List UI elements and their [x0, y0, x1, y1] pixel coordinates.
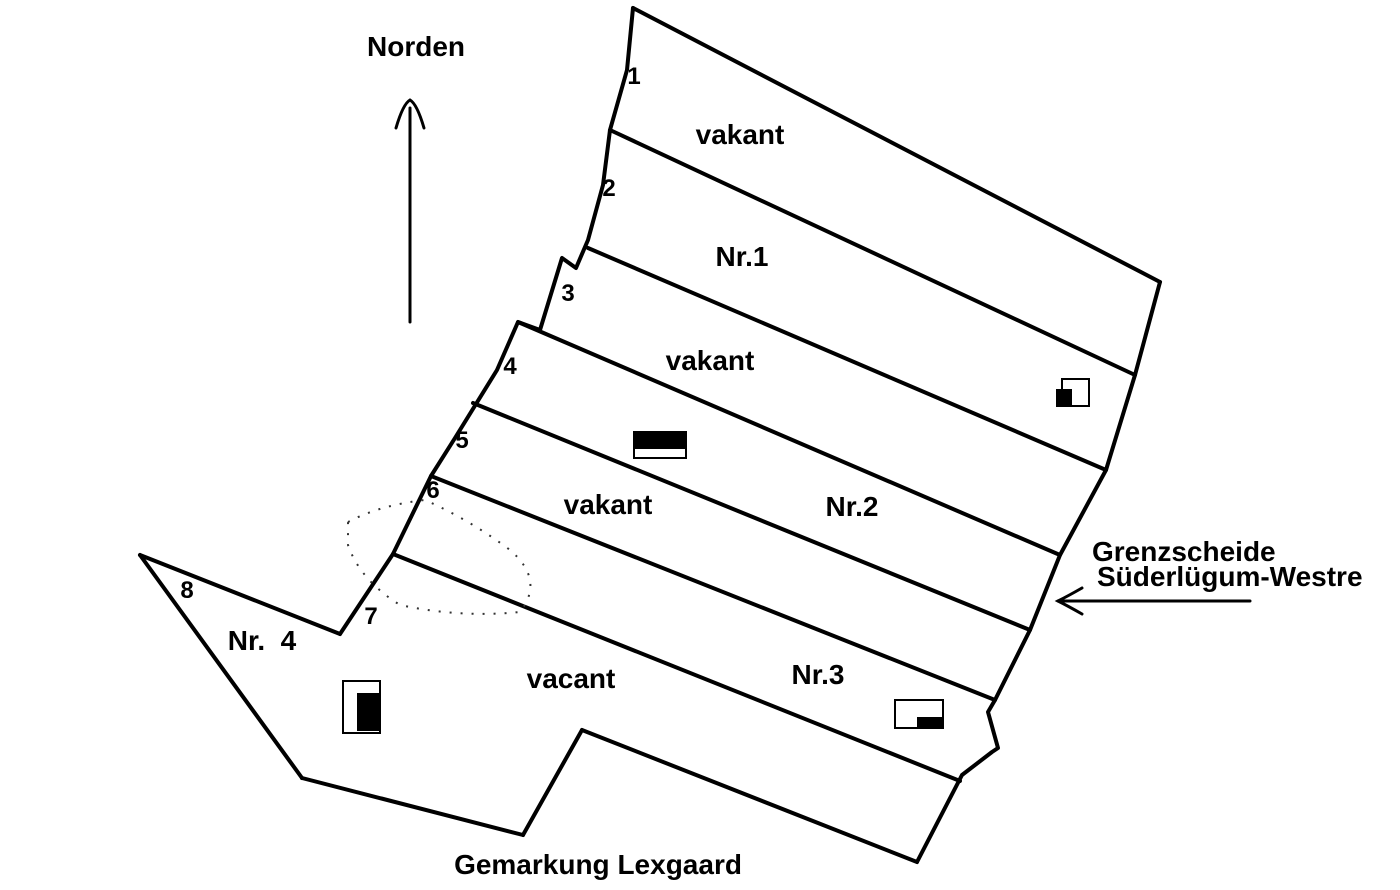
boundary-marker: 6	[426, 477, 439, 504]
building-icon	[1056, 378, 1090, 407]
boundary-marker: 8	[180, 577, 193, 604]
building-icon	[894, 699, 944, 729]
strip-label: vakant	[564, 489, 653, 520]
boundary-label: Grenzscheide	[1092, 536, 1276, 567]
strip-label: vakant	[666, 345, 755, 376]
strip-label: Nr.3	[792, 659, 845, 690]
north-arrow-icon	[394, 98, 426, 324]
strip-divisions	[391, 128, 1137, 783]
strip-label: Nr. 4	[228, 625, 297, 656]
dotted-outline	[347, 498, 532, 615]
bottom-label: Gemarkung Lexgaard	[454, 849, 742, 880]
north-label: Norden	[367, 31, 465, 62]
parcel-outline	[138, 6, 1162, 864]
building-icon	[633, 431, 687, 459]
boundary-marker: 5	[455, 427, 468, 454]
strip-label: vakant	[696, 119, 785, 150]
boundary-arrow-icon	[1054, 586, 1252, 616]
strip-label: vacant	[527, 663, 616, 694]
strip-label: Nr.1	[716, 241, 769, 272]
building-icon	[342, 680, 381, 734]
boundary-marker: 2	[602, 175, 615, 202]
boundary-label: Süderlügum-Westre	[1097, 561, 1363, 592]
boundary-marker: 7	[364, 603, 377, 630]
strip-label: Nr.2	[826, 491, 879, 522]
boundary-marker: 3	[561, 280, 574, 307]
boundary-marker: 4	[503, 353, 517, 380]
boundary-marker: 1	[627, 63, 640, 90]
